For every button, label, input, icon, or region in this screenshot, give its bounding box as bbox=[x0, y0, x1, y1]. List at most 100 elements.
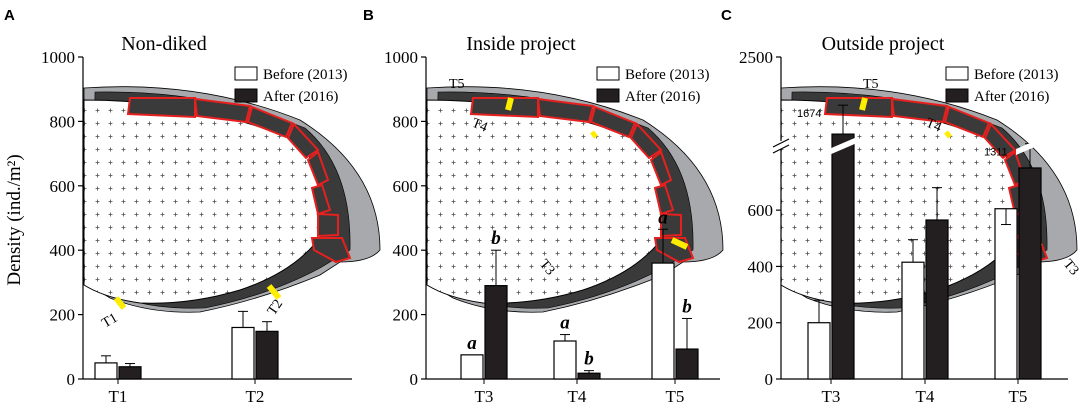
bar-before bbox=[807, 322, 831, 380]
map-label: T4 bbox=[470, 116, 490, 136]
bar-after bbox=[925, 219, 949, 380]
bar-after bbox=[577, 372, 601, 380]
y-tick-label: 800 bbox=[393, 112, 419, 131]
x-tick-label: T3 bbox=[822, 387, 841, 406]
panel-letter: B bbox=[363, 7, 374, 24]
y-tick-label: 600 bbox=[748, 201, 774, 220]
dike-polygon bbox=[246, 105, 294, 139]
legend-label-before: Before (2013) bbox=[263, 67, 348, 83]
dike-polygon bbox=[589, 105, 637, 139]
y-tick-label: 200 bbox=[393, 306, 419, 325]
x-tick-label: T2 bbox=[246, 387, 265, 406]
bar-before bbox=[231, 326, 255, 380]
significance-letter: b bbox=[584, 349, 594, 370]
axis-break-mark bbox=[772, 144, 790, 154]
bar-after bbox=[831, 133, 855, 380]
bar-before bbox=[553, 340, 577, 380]
transect-marker bbox=[590, 130, 598, 139]
significance-letter: b bbox=[491, 228, 501, 249]
significance-letter: a bbox=[467, 333, 477, 354]
y-tick-label: 600 bbox=[50, 177, 76, 196]
island-map bbox=[426, 86, 724, 313]
legend-swatch-after bbox=[234, 88, 258, 103]
value-label: 1674 bbox=[797, 108, 821, 120]
panel-title: Outside project bbox=[822, 33, 945, 55]
map-label: T5 bbox=[863, 77, 879, 92]
bar-after bbox=[255, 330, 279, 380]
dike-polygon bbox=[306, 150, 330, 187]
map-label: T3 bbox=[1060, 257, 1081, 279]
x-tick-label: T5 bbox=[666, 387, 685, 406]
map-label: T5 bbox=[449, 77, 465, 92]
x-tick-label: T5 bbox=[1009, 387, 1028, 406]
legend-swatch-after bbox=[945, 88, 969, 103]
dike-polygon bbox=[660, 212, 682, 238]
dike-polygon bbox=[536, 97, 595, 124]
dike-polygon bbox=[823, 97, 893, 119]
significance-letter: b bbox=[682, 296, 692, 317]
dike-polygon bbox=[983, 122, 1017, 160]
axis-break-mark bbox=[772, 138, 790, 148]
transect-marker bbox=[944, 130, 952, 139]
bar-after bbox=[118, 366, 142, 380]
island-map bbox=[83, 86, 381, 313]
dike-polygon bbox=[193, 97, 252, 124]
transect-marker bbox=[266, 284, 282, 300]
bar-after bbox=[1018, 167, 1042, 380]
y-axis-title: Density (ind./m²) bbox=[4, 154, 25, 285]
y-tick-label: 800 bbox=[50, 112, 76, 131]
bar-after bbox=[675, 348, 699, 380]
y-tick-label: 400 bbox=[50, 241, 76, 260]
map-label: T4 bbox=[924, 116, 944, 136]
significance-letter: a bbox=[658, 207, 668, 228]
transect-marker bbox=[670, 237, 689, 250]
axis-break-gap bbox=[771, 141, 791, 149]
y-tick-label: 1000 bbox=[41, 48, 75, 67]
dike-polygon bbox=[310, 237, 352, 264]
bar-before bbox=[460, 354, 484, 380]
x-tick-label: T4 bbox=[916, 387, 935, 406]
legend-label-before: Before (2013) bbox=[625, 67, 710, 83]
panel-letter: A bbox=[4, 7, 15, 24]
y-tick-label: 0 bbox=[410, 370, 419, 389]
legend-label-after: After (2016) bbox=[974, 89, 1049, 105]
dike-polygon bbox=[629, 122, 663, 160]
panel-letter: C bbox=[721, 7, 732, 24]
y-tick-label: 1000 bbox=[384, 48, 418, 67]
transect-marker bbox=[113, 296, 127, 310]
bar-before bbox=[994, 208, 1018, 380]
y-tick-label: 400 bbox=[748, 257, 774, 276]
dike-polygon bbox=[890, 97, 949, 124]
bar-after bbox=[484, 285, 508, 380]
dike-polygon bbox=[943, 105, 991, 139]
x-tick-label: T4 bbox=[568, 387, 587, 406]
legend-label-after: After (2016) bbox=[263, 89, 338, 105]
map-label: T1 bbox=[100, 311, 121, 332]
y-tick-label: 400 bbox=[393, 241, 419, 260]
bar-break-gap bbox=[829, 137, 857, 155]
legend-swatch-before bbox=[945, 66, 969, 81]
legend-swatch-before bbox=[596, 66, 620, 81]
dike-polygon bbox=[469, 97, 539, 119]
significance-letter: a bbox=[560, 313, 570, 334]
dike-polygon bbox=[649, 150, 673, 187]
dike-polygon bbox=[286, 122, 320, 160]
y-tick-label: 600 bbox=[393, 177, 419, 196]
bar-before bbox=[901, 261, 925, 380]
panel-title: Non-diked bbox=[121, 33, 207, 55]
bar-break-gap bbox=[1016, 137, 1044, 155]
y-tick-label: 0 bbox=[67, 370, 76, 389]
y-tick-label: 2500 bbox=[739, 48, 773, 67]
panel-title: Inside project bbox=[466, 33, 576, 55]
map-label: T2 bbox=[265, 297, 286, 318]
transect-marker bbox=[859, 97, 868, 111]
legend-label-before: Before (2013) bbox=[974, 67, 1059, 83]
y-tick-label: 200 bbox=[748, 314, 774, 333]
transect-marker bbox=[505, 97, 514, 111]
legend-swatch-before bbox=[234, 66, 258, 81]
value-label: 1311 bbox=[984, 147, 1008, 159]
